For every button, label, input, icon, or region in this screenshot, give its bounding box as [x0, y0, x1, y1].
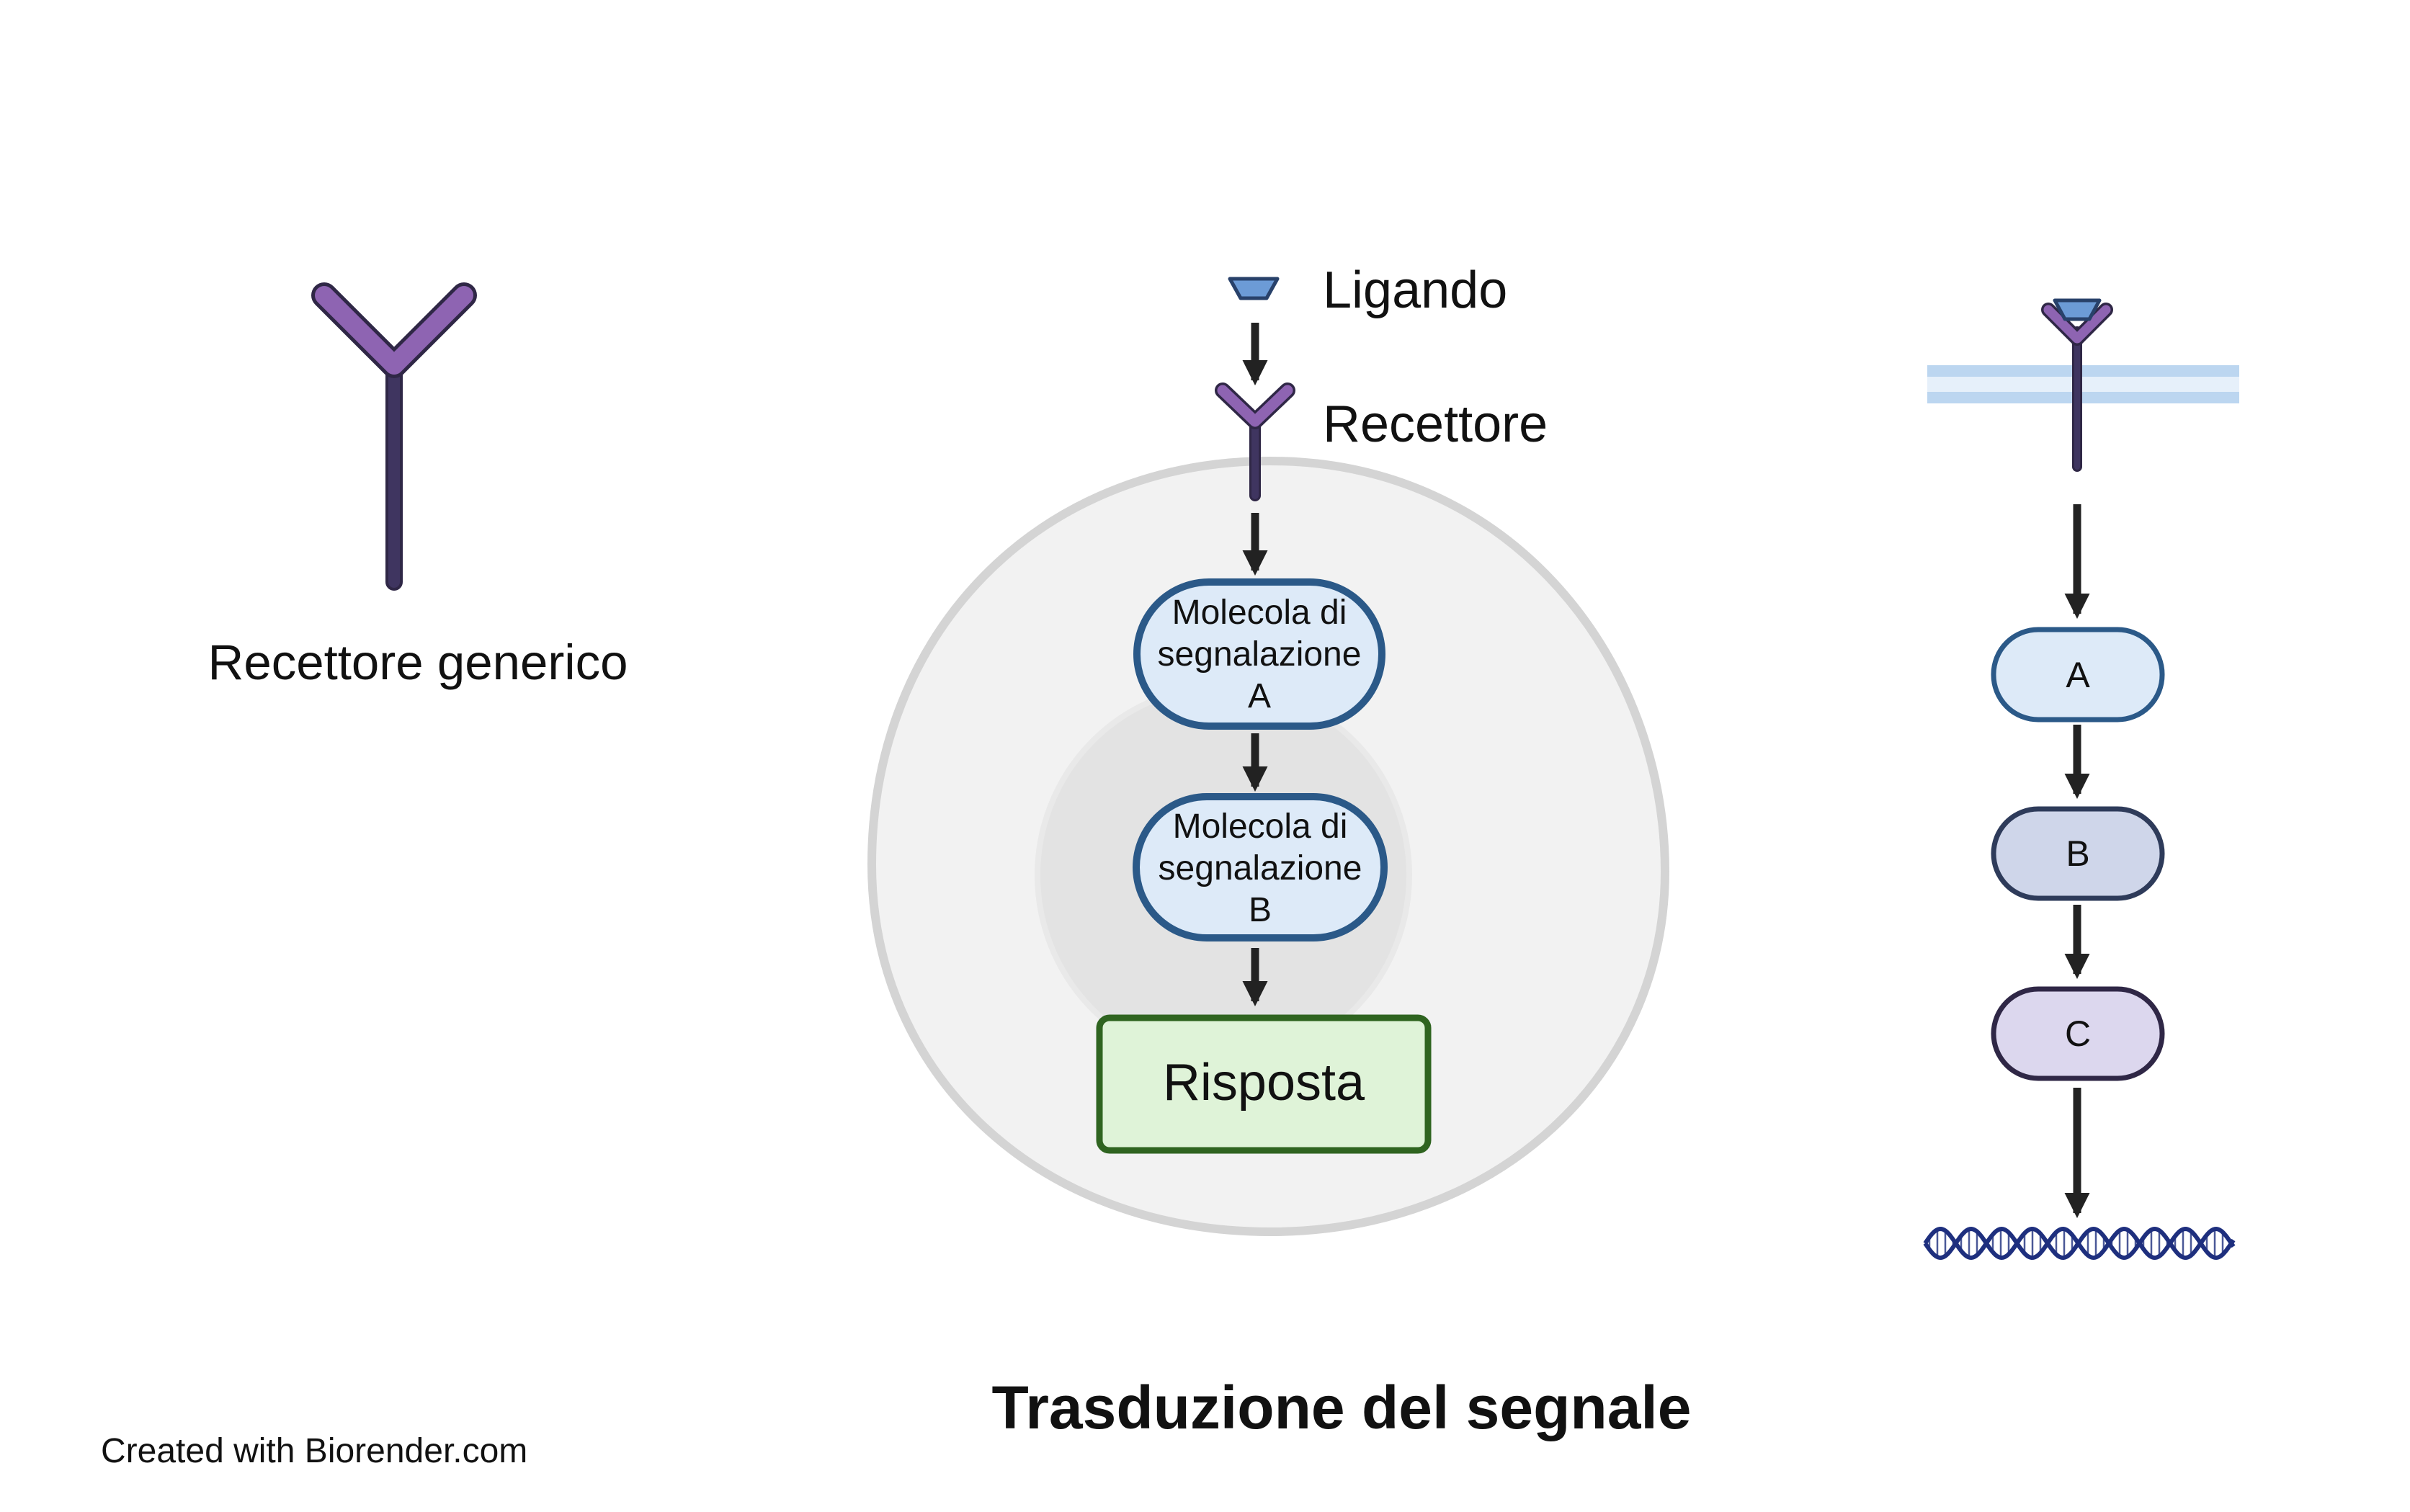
membrane-receptor-icon: [2041, 303, 2113, 472]
molecule-b-line2: segnalazione: [1159, 849, 1362, 887]
pathway-node-a: A: [1991, 627, 2165, 723]
response-label: Risposta: [1163, 1054, 1365, 1111]
ligand-icon: [1228, 277, 1280, 300]
receptor-label: Recettore: [1323, 395, 1548, 453]
credit-label: Created with Biorender.com: [101, 1432, 527, 1470]
signaling-molecule-b: Molecola di segnalazione B: [1133, 793, 1388, 941]
generic-receptor-label: Recettore generico: [208, 635, 628, 690]
molecule-a-line3: A: [1248, 677, 1271, 715]
pathway-node-b: B: [1991, 806, 2165, 901]
receptor-icon: [1215, 383, 1295, 501]
dna-helix-icon: [1923, 1226, 2236, 1261]
signaling-molecule-a: Molecola di segnalazione A: [1133, 578, 1385, 730]
molecule-a-line2: segnalazione: [1158, 635, 1362, 674]
molecule-b-line3: B: [1249, 891, 1272, 929]
diagram-title: Trasduzione del segnale: [992, 1374, 1692, 1441]
pathway-node-c: C: [1991, 986, 2165, 1081]
ligand-label: Ligando: [1323, 261, 1507, 319]
node-b-label: B: [2066, 833, 2089, 874]
molecule-a-line1: Molecola di: [1172, 594, 1347, 632]
right-pathway-group: A B C: [1923, 298, 2239, 1261]
membrane-bilayer: [1927, 365, 2239, 403]
center-cell-group: Ligando Recettore Molecola di segnalazio…: [867, 261, 1670, 1237]
node-c-label: C: [2065, 1014, 2091, 1054]
node-a-label: A: [2066, 655, 2090, 695]
bound-ligand-icon: [2053, 298, 2102, 321]
dna-strand-2: [1923, 1226, 2236, 1261]
response-box: Risposta: [1096, 1014, 1432, 1154]
molecule-b-line1: Molecola di: [1173, 808, 1348, 846]
generic-receptor-icon: [311, 282, 477, 591]
generic-receptor-group: Recettore generico: [208, 282, 628, 690]
